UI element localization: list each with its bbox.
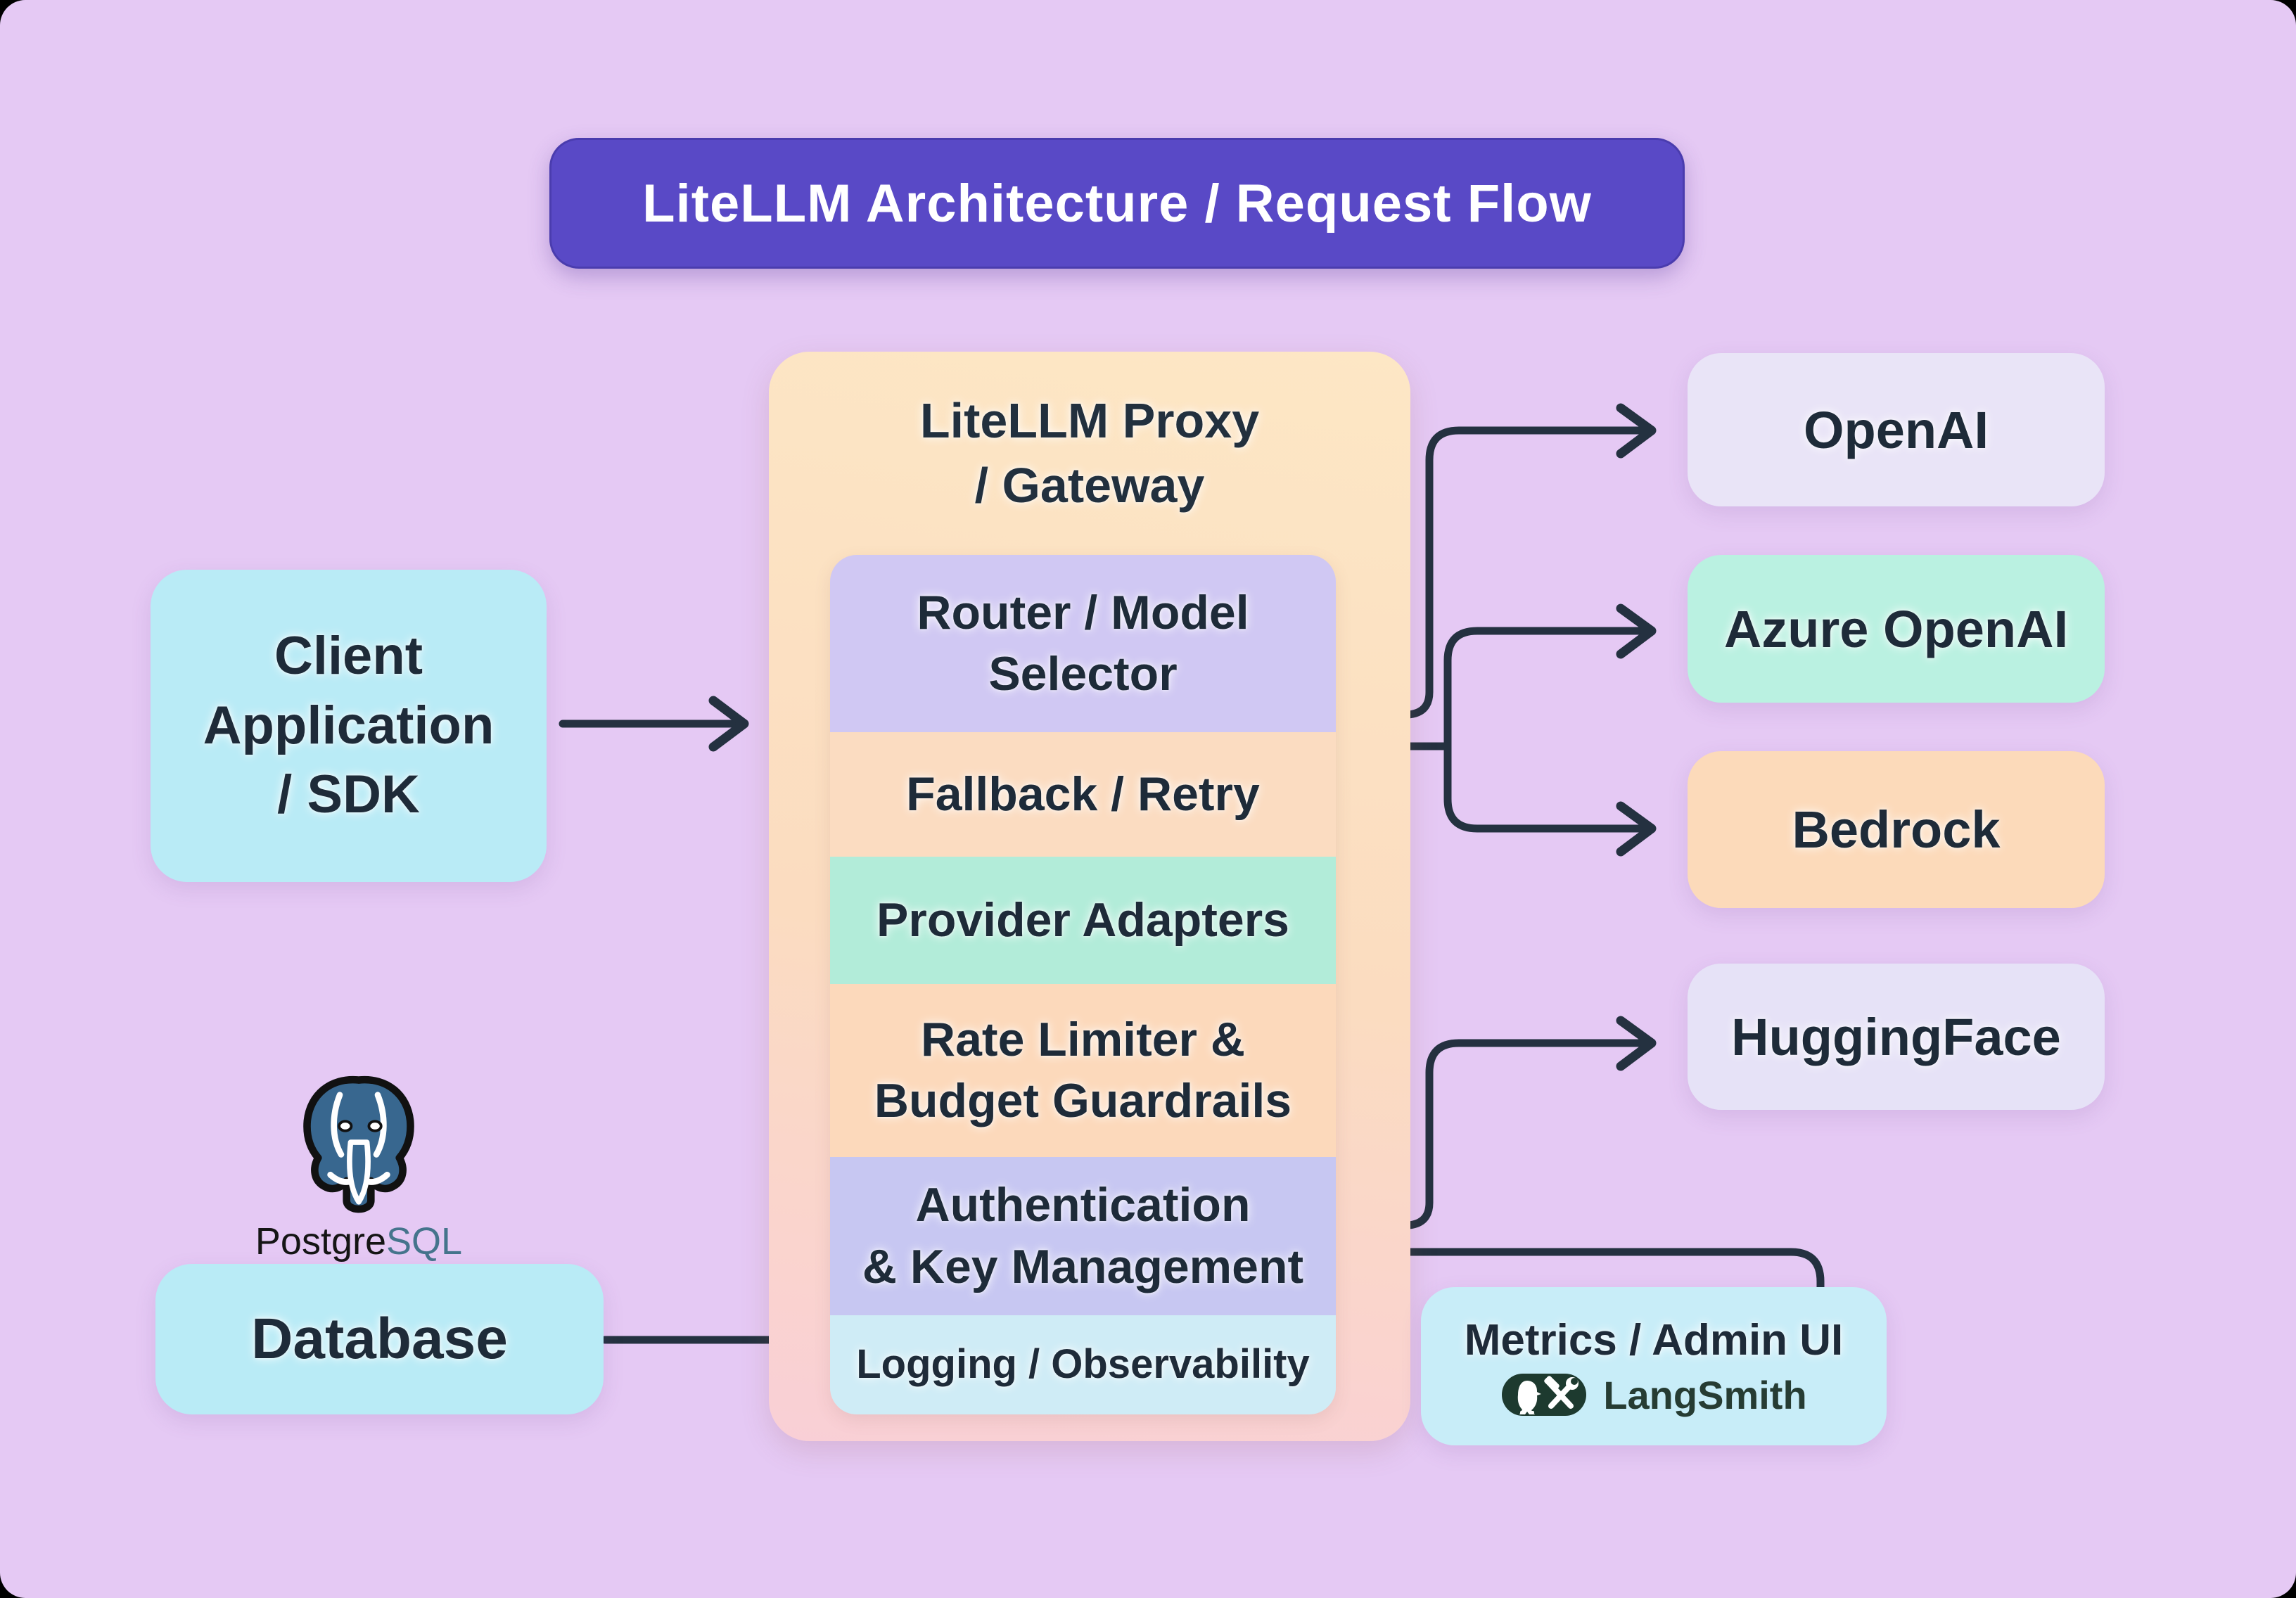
arrowhead-bedrock <box>1616 801 1657 857</box>
connector-proxy-to-openai <box>1405 426 1649 719</box>
langsmith-row: LangSmith <box>1500 1372 1807 1418</box>
layer-provider-adapters: Provider Adapters <box>830 857 1336 984</box>
layer-authentication-key-management: Authentication & Key Management <box>830 1157 1336 1315</box>
postgresql-elephant-icon <box>303 1075 414 1213</box>
postgresql-wordmark-suffix: SQL <box>386 1220 463 1263</box>
database-box: Database <box>155 1264 604 1414</box>
layer-router-model-selector: Router / Model Selector <box>830 555 1336 732</box>
langsmith-label: LangSmith <box>1603 1372 1807 1417</box>
arrowhead-client-to-proxy <box>708 696 749 752</box>
langsmith-icon <box>1502 1374 1587 1416</box>
connector-proxy-to-metrics <box>1405 1248 1825 1293</box>
proxy-layer-stack: Router / Model Selector Fallback / Retry… <box>830 555 1336 1414</box>
metrics-admin-ui-label: Metrics / Admin UI <box>1464 1315 1844 1364</box>
provider-box-azure-openai: Azure OpenAI <box>1688 555 2105 703</box>
arrowhead-openai <box>1616 403 1657 459</box>
provider-box-huggingface: HuggingFace <box>1688 964 2105 1110</box>
postgresql-logo-group: PostgreSQL <box>232 1072 485 1263</box>
layer-logging-observability: Logging / Observability <box>830 1315 1336 1414</box>
postgresql-wordmark: PostgreSQL <box>232 1220 485 1263</box>
client-application-box: Client Application / SDK <box>151 570 547 882</box>
client-application-label: Client Application / SDK <box>203 625 495 825</box>
layer-rate-limiter-budget-guardrails: Rate Limiter & Budget Guardrails <box>830 984 1336 1157</box>
arrowhead-azure <box>1616 603 1657 659</box>
postgresql-wordmark-prefix: Postgre <box>255 1220 387 1263</box>
provider-box-bedrock: Bedrock <box>1688 751 2105 908</box>
connector-proxy-to-bedrock <box>1443 742 1649 833</box>
litellm-proxy-title: LiteLLM Proxy / Gateway <box>919 393 1260 513</box>
arrowhead-huggingface <box>1616 1016 1657 1071</box>
layer-fallback-retry: Fallback / Retry <box>830 732 1336 857</box>
diagram-title: LiteLLM Architecture / Request Flow <box>549 138 1685 269</box>
provider-box-openai: OpenAI <box>1688 353 2105 506</box>
connector-proxy-to-huggingface <box>1405 1039 1649 1229</box>
metrics-admin-ui-box: Metrics / Admin UI LangSmith <box>1421 1287 1887 1445</box>
connector-proxy-to-azure <box>1443 627 1649 750</box>
